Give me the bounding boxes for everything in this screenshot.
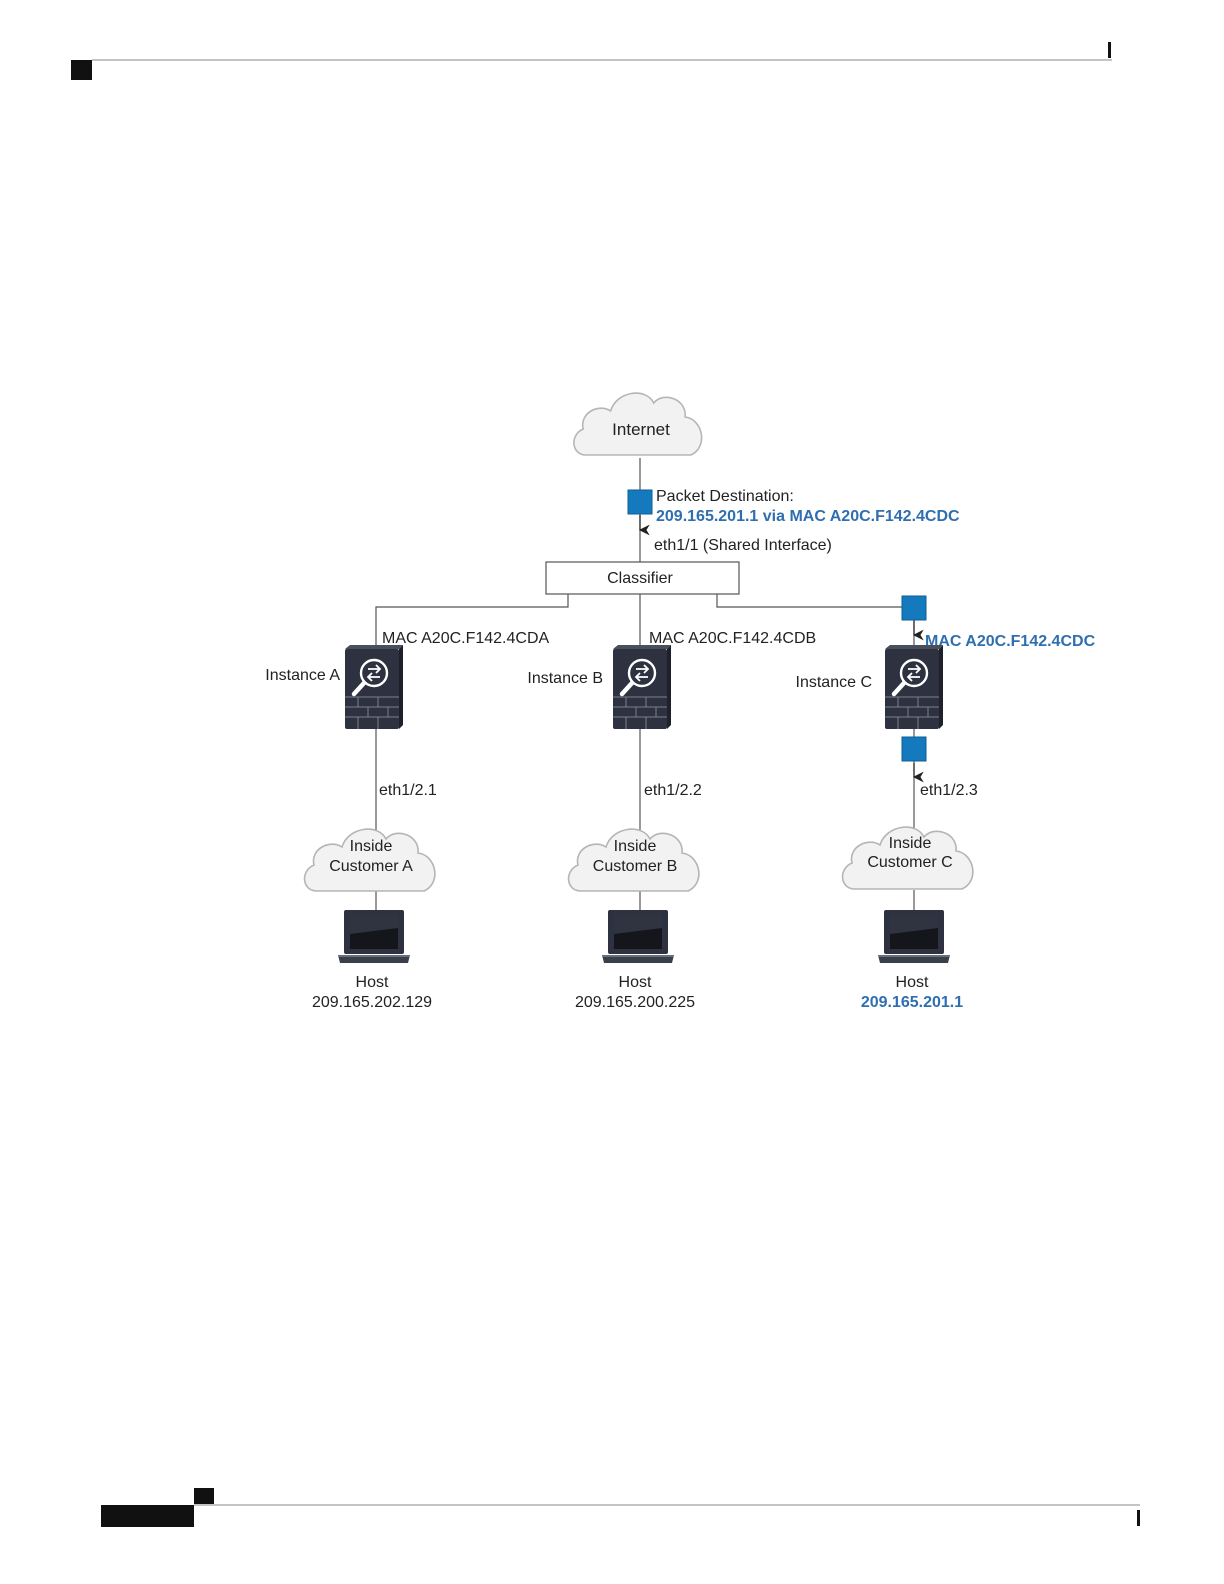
instance-c-mac-label: MAC A20C.F142.4CDC — [925, 633, 1096, 650]
footer-tick — [1137, 1510, 1140, 1526]
packet-square-icon — [901, 736, 927, 762]
cloud-a-line1: Inside — [350, 838, 393, 855]
firewall-icon — [613, 645, 671, 729]
internet-cloud: Internet — [573, 392, 703, 456]
cloud-b-line1: Inside — [614, 838, 657, 855]
laptop-icon — [602, 910, 674, 963]
host-c-label: Host — [896, 974, 929, 991]
instance-a-interface-label: eth1/2.1 — [379, 782, 437, 799]
cloud-a-line2: Customer A — [329, 858, 413, 875]
classifier-to-instance-a-line — [375, 594, 569, 647]
cloud-c-line2: Customer C — [867, 854, 952, 871]
packet-square-icon — [901, 595, 927, 621]
host-b-ip: 209.165.200.225 — [575, 994, 695, 1011]
instance-a-label: Instance A — [265, 667, 340, 684]
instance-b-interface-label: eth1/2.2 — [644, 782, 702, 799]
instance-c-interface-label: eth1/2.3 — [920, 782, 978, 799]
instance-a-mac-label: MAC A20C.F142.4CDA — [382, 630, 550, 647]
instance-a: MAC A20C.F142.4CDA Instance A eth1/2.1 I… — [265, 630, 549, 1011]
cloud-c-line1: Inside — [889, 835, 932, 852]
shared-interface-label: eth1/1 (Shared Interface) — [654, 537, 832, 554]
cloud-b-line2: Customer B — [593, 858, 677, 875]
firewall-icon — [345, 645, 403, 729]
classifier-box: Classifier — [545, 561, 740, 595]
host-a-label: Host — [356, 974, 389, 991]
instance-b-label: Instance B — [527, 670, 603, 687]
host-a-ip: 209.165.202.129 — [312, 994, 432, 1011]
header-tick — [1108, 42, 1111, 58]
host-b-label: Host — [619, 974, 652, 991]
packet-destination-label: Packet Destination: — [656, 488, 794, 505]
instance-c: MAC A20C.F142.4CDC Instance C eth1/2.3 I… — [796, 633, 1096, 1011]
classifier-label: Classifier — [607, 570, 673, 587]
packet-square-icon — [627, 489, 653, 515]
host-c-ip: 209.165.201.1 — [861, 994, 963, 1011]
laptop-icon — [878, 910, 950, 963]
instance-b: MAC A20C.F142.4CDB Instance B eth1/2.2 I… — [527, 630, 816, 1011]
instance-b-mac-label: MAC A20C.F142.4CDB — [649, 630, 816, 647]
header-corner-mark — [71, 60, 92, 80]
laptop-icon — [338, 910, 410, 963]
packet-destination-value: 209.165.201.1 via MAC A20C.F142.4CDC — [656, 508, 960, 525]
firewall-icon — [885, 645, 943, 729]
internet-label: Internet — [612, 420, 670, 439]
footer-page-block — [101, 1505, 194, 1527]
instance-c-label: Instance C — [796, 674, 872, 691]
footer-tab-mark — [194, 1488, 214, 1504]
